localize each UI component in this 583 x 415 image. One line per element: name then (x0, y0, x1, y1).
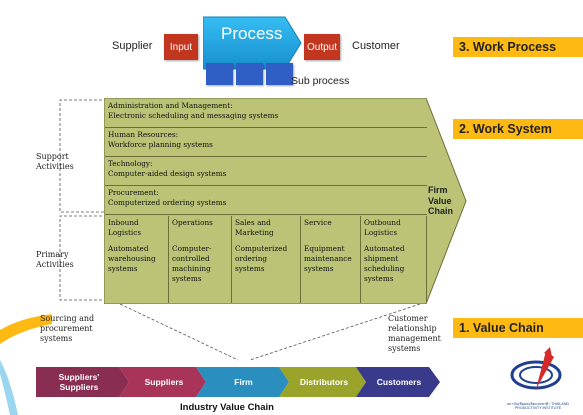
chain-segment-label: Distributors (299, 377, 349, 387)
primary-col-outbound: Outbound Logistics Automated shipment sc… (361, 216, 427, 303)
primary-col-operations: Operations Computer-controlled machining… (169, 216, 232, 303)
support-row-title: Procurement: (108, 188, 159, 197)
sub-process-box-2 (236, 63, 263, 85)
primary-activities: Inbound Logistics Automated warehousing … (105, 216, 427, 303)
support-activities: Administration and Management: Electroni… (105, 99, 427, 215)
level-value-chain-text: 1. Value Chain (459, 321, 544, 335)
primary-activities-label: Primary Activities (36, 250, 74, 269)
input-label: Input (169, 41, 193, 53)
primary-col-detail: Automated warehousing systems (108, 244, 156, 273)
primary-col-title: Outbound Logistics (364, 218, 401, 237)
primary-col-sales: Sales and Marketing Computerized orderin… (232, 216, 301, 303)
support-row-detail: Computer-aided design systems (108, 169, 227, 178)
support-row-detail: Workforce planning systems (108, 140, 213, 149)
tpi-logo: สถาบันเพิ่มผลผลิตแห่งชาติ / THAILAND PRO… (506, 345, 570, 413)
chain-segment-firm: Firm (206, 367, 281, 397)
primary-col-title: Service (304, 218, 332, 227)
chain-segment-distributors: Distributors (289, 367, 359, 397)
chain-segment-label: Firm (234, 377, 253, 387)
activity-brackets (59, 99, 107, 301)
sub-process-box-1 (206, 63, 233, 85)
chain-segment-suppliers-suppliers: Suppliers' Suppliers (36, 367, 122, 397)
firm-value-chain-label: Firm Value Chain (428, 185, 454, 216)
customer-label: Customer (352, 40, 400, 52)
primary-col-detail: Automated shipment scheduling systems (364, 244, 405, 283)
sourcing-label: Sourcing and procurement systems (40, 314, 95, 343)
primary-col-title: Operations (172, 218, 213, 227)
decorative-swoosh (0, 314, 52, 415)
industry-chain-shape (36, 367, 440, 397)
level-work-process: 3. Work Process (453, 37, 583, 57)
industry-value-chain: Suppliers' Suppliers Suppliers Firm Dist… (36, 367, 441, 397)
primary-col-detail: Computerized ordering systems (235, 244, 288, 273)
value-chain-chevron (104, 98, 467, 304)
chain-segment-suppliers: Suppliers (129, 367, 199, 397)
output-box: Output (304, 34, 340, 60)
primary-col-inbound: Inbound Logistics Automated warehousing … (105, 216, 169, 303)
chain-segment-customers: Customers (366, 367, 432, 397)
primary-col-detail: Computer-controlled machining systems (172, 244, 212, 283)
support-row-technology: Technology: Computer-aided design system… (105, 157, 427, 186)
level-work-process-text: 3. Work Process (459, 40, 557, 54)
support-row-detail: Computerized ordering systems (108, 198, 227, 207)
primary-col-detail: Equipment maintenance systems (304, 244, 352, 273)
support-activities-label: Support Activities (36, 152, 74, 171)
chain-segment-label: Suppliers (144, 377, 184, 387)
chain-segment-label: Customers (376, 377, 422, 387)
primary-col-title: Inbound Logistics (108, 218, 142, 237)
process-arrow (203, 16, 302, 70)
support-row-detail: Electronic scheduling and messaging syst… (108, 111, 279, 120)
tpi-logo-icon (510, 347, 562, 390)
support-row-title: Administration and Management: (108, 101, 233, 110)
industry-chain-title: Industry Value Chain (180, 402, 274, 413)
support-row-hr: Human Resources: Workforce planning syst… (105, 128, 427, 157)
level-value-chain: 1. Value Chain (453, 318, 583, 338)
support-row-title: Human Resources: (108, 130, 179, 139)
tpi-logo-caption: สถาบันเพิ่มผลผลิตแห่งชาติ / THAILAND PRO… (506, 402, 570, 411)
sub-process-box-3 (266, 63, 293, 85)
output-label: Output (306, 41, 338, 53)
primary-col-title: Sales and Marketing (235, 218, 274, 237)
level-work-system: 2. Work System (453, 119, 583, 139)
primary-col-service: Service Equipment maintenance systems (301, 216, 361, 303)
process-label: Process (221, 24, 283, 43)
input-box: Input (164, 34, 198, 60)
support-row-title: Technology: (108, 159, 153, 168)
support-row-admin: Administration and Management: Electroni… (105, 99, 427, 128)
sub-process-label: Sub process (291, 75, 350, 87)
crm-label: Customer relationship management systems (388, 314, 441, 353)
level-work-system-text: 2. Work System (459, 122, 552, 136)
support-row-procurement: Procurement: Computerized ordering syste… (105, 186, 427, 215)
chain-segment-label: Suppliers' Suppliers (58, 372, 100, 392)
supplier-label: Supplier (112, 40, 153, 52)
